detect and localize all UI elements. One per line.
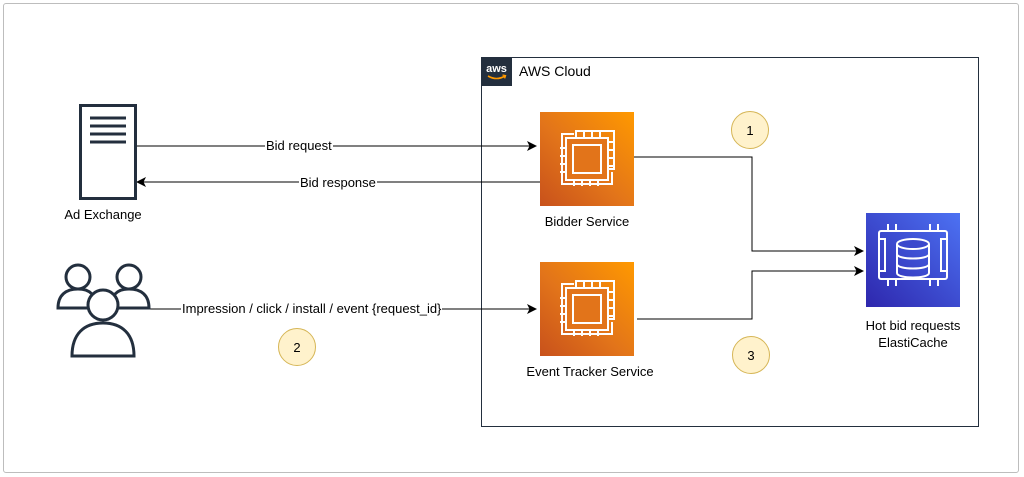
step-badge-1: 1 — [731, 111, 769, 149]
bid-request-label: Bid request — [265, 138, 333, 154]
elasticache-label-line2: ElastiCache — [878, 335, 948, 350]
bidder-service-node[interactable] — [540, 112, 634, 206]
event-tracker-label: Event Tracker Service — [526, 364, 654, 379]
ad-exchange-node[interactable] — [79, 104, 137, 200]
elasticache-icon — [878, 224, 948, 286]
ec2-instance-icon — [560, 280, 615, 336]
ec2-instance-icon — [560, 130, 615, 186]
aws-logo-icon: aws — [481, 57, 512, 86]
outer-frame — [3, 3, 1019, 473]
users-node[interactable] — [56, 262, 152, 358]
step-badge-2: 2 — [278, 328, 316, 366]
users-icon — [56, 263, 151, 358]
aws-cloud-title: AWS Cloud — [519, 63, 591, 79]
step-badge-3: 3 — [732, 336, 770, 374]
bidder-to-cache-edge — [634, 156, 864, 256]
elasticache-label-line1: Hot bid requests — [865, 318, 961, 333]
bid-response-label: Bid response — [299, 175, 377, 191]
elasticache-label: Hot bid requests ElastiCache — [866, 317, 961, 351]
event-tracker-node[interactable] — [540, 262, 634, 356]
aws-cloud-group — [481, 57, 979, 427]
tracker-to-cache-edge — [637, 266, 864, 320]
events-label: Impression / click / install / event {re… — [181, 301, 443, 317]
bidder-service-label: Bidder Service — [544, 214, 630, 229]
elasticache-node[interactable] — [866, 213, 960, 307]
server-icon — [79, 104, 137, 200]
ad-exchange-label: Ad Exchange — [64, 207, 142, 222]
aws-logo-text: aws — [486, 63, 507, 75]
